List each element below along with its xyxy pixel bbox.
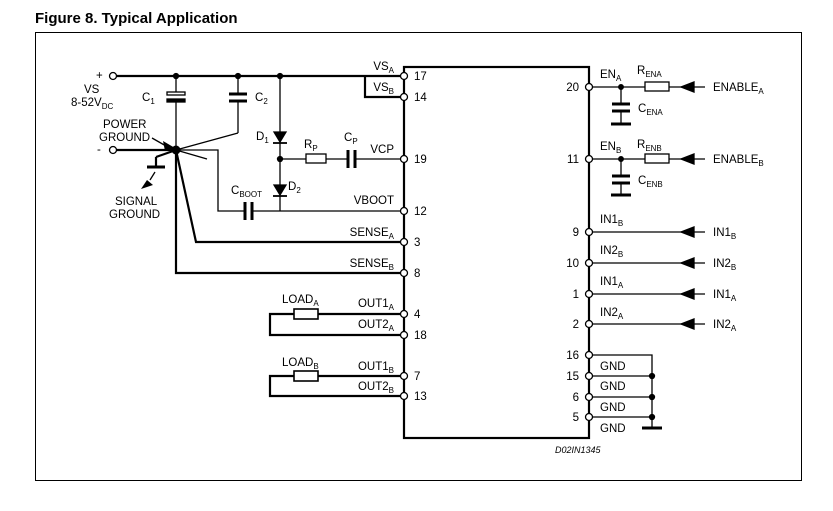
load-a-label: LOADA: [282, 294, 319, 308]
pin-num-14: 14: [414, 92, 427, 104]
c2-capacitor: [175, 76, 247, 151]
figure-title: Figure 8. Typical Application: [35, 10, 238, 27]
signal-in2-a: IN2A: [713, 319, 737, 333]
right-pin-circles: [584, 82, 594, 422]
signal-ground-symbol: [147, 148, 177, 169]
pin-num-13: 13: [414, 391, 427, 403]
load-a-loop: [268, 312, 400, 337]
left-pin-circles: [399, 71, 409, 401]
c1-capacitor: [166, 76, 186, 150]
pin-name-enb: ENB: [600, 141, 621, 155]
pin-name-sensea: SENSEA: [350, 227, 395, 241]
d2-label: D2: [288, 181, 301, 195]
load-b-loop: [268, 374, 400, 398]
d2-diode: [272, 143, 288, 211]
pin-num-10: 10: [566, 258, 579, 270]
vs-label: VS: [84, 84, 100, 96]
sense-a-trace: [174, 149, 400, 244]
input-lines: [593, 226, 705, 330]
pin-name-gnd-6: GND: [600, 402, 626, 414]
pin-num-20: 20: [566, 82, 579, 94]
rena-label: RENA: [637, 65, 662, 79]
signal-in2-b: IN2B: [713, 258, 736, 272]
pin-name-in1a: IN1A: [600, 276, 624, 290]
power-ground-arrow: [163, 141, 175, 151]
cboot-capacitor: [243, 202, 254, 220]
pin-num-11: 11: [567, 154, 579, 166]
load-b-label: LOADB: [282, 357, 319, 371]
pin-name-in2a: IN2A: [600, 307, 624, 321]
pin-num-6: 6: [573, 392, 579, 404]
pin-num-4: 4: [414, 309, 421, 321]
pin-name-vcp: VCP: [370, 144, 394, 156]
rp-label: RP: [304, 139, 318, 153]
gnd-wiring: [593, 354, 662, 430]
signal-ground-label-1: SIGNAL: [115, 196, 158, 208]
d1-diode: [272, 76, 288, 144]
renb-label: RENB: [637, 139, 662, 153]
c2-label: C2: [255, 92, 268, 106]
pin-name-vboot: VBOOT: [354, 195, 394, 207]
pin-name-vsb: VSB: [373, 82, 394, 96]
pin-num-17: 17: [414, 71, 427, 83]
signal-ground-label-2: GROUND: [109, 209, 160, 221]
load-a-resistor: [293, 308, 319, 320]
pin-name-senseb: SENSEB: [350, 258, 394, 272]
vs-range-label: 8-52VDC: [71, 97, 113, 111]
enable-a-network: [593, 81, 705, 126]
pin-num-8: 8: [414, 268, 420, 280]
rp-resistor: [305, 153, 327, 164]
sense-b-trace: [174, 150, 400, 275]
signal-enable-a: ENABLEA: [713, 82, 764, 96]
signal-ground-arrow: [141, 180, 153, 189]
pin-name-in2b: IN2B: [600, 245, 623, 259]
pin-num-7: 7: [414, 371, 420, 383]
vs-minus-sign: -: [97, 144, 101, 156]
pin-num-5: 5: [573, 412, 579, 424]
pin-name-out1a: OUT1A: [358, 298, 395, 312]
vs-plus-sign: +: [96, 70, 103, 82]
vs-plus-terminal: [108, 71, 118, 81]
pin-name-ena: ENA: [600, 69, 622, 83]
figure-code: D02IN1345: [555, 445, 602, 455]
pin-name-out1b: OUT1B: [358, 361, 394, 375]
cboot-label: CBOOT: [231, 185, 262, 199]
pin-name-out2a: OUT2A: [358, 319, 395, 333]
ic-body: [402, 65, 591, 440]
pin-name-vsa: VSA: [373, 61, 394, 75]
pin-num-12: 12: [414, 206, 427, 218]
pin-num-16: 16: [566, 350, 579, 362]
pin-num-18: 18: [414, 330, 427, 342]
signal-in1-a: IN1A: [713, 289, 737, 303]
load-b-resistor: [293, 370, 319, 382]
pin-name-gnd-16: GND: [600, 361, 626, 373]
vsb-link: [363, 76, 400, 99]
signal-enable-b: ENABLEB: [713, 154, 764, 168]
power-ground-label-1: POWER: [103, 119, 146, 131]
pin-name-out2b: OUT2B: [358, 381, 394, 395]
vs-minus-terminal: [108, 145, 118, 155]
pin-num-9: 9: [573, 227, 579, 239]
pin-name-gnd-15: GND: [600, 381, 626, 393]
cena-label: CENA: [638, 103, 663, 117]
pin-num-19: 19: [414, 154, 427, 166]
signal-in1-b: IN1B: [713, 227, 736, 241]
pin-num-3: 3: [414, 237, 420, 249]
pin-num-2: 2: [573, 319, 579, 331]
pin-name-gnd-5: GND: [600, 423, 626, 435]
cenb-label: CENB: [638, 175, 663, 189]
cp-label: CP: [344, 132, 358, 146]
c1-label: C1: [142, 92, 155, 106]
cp-capacitor: [346, 150, 357, 168]
d1-label: D1: [256, 131, 269, 145]
power-ground-label-2: GROUND: [99, 132, 150, 144]
pin-num-15: 15: [566, 371, 579, 383]
enable-b-network: [593, 153, 705, 197]
figure-frame: [35, 32, 802, 481]
pin-name-in1b: IN1B: [600, 214, 623, 228]
pin-num-1: 1: [573, 289, 579, 301]
